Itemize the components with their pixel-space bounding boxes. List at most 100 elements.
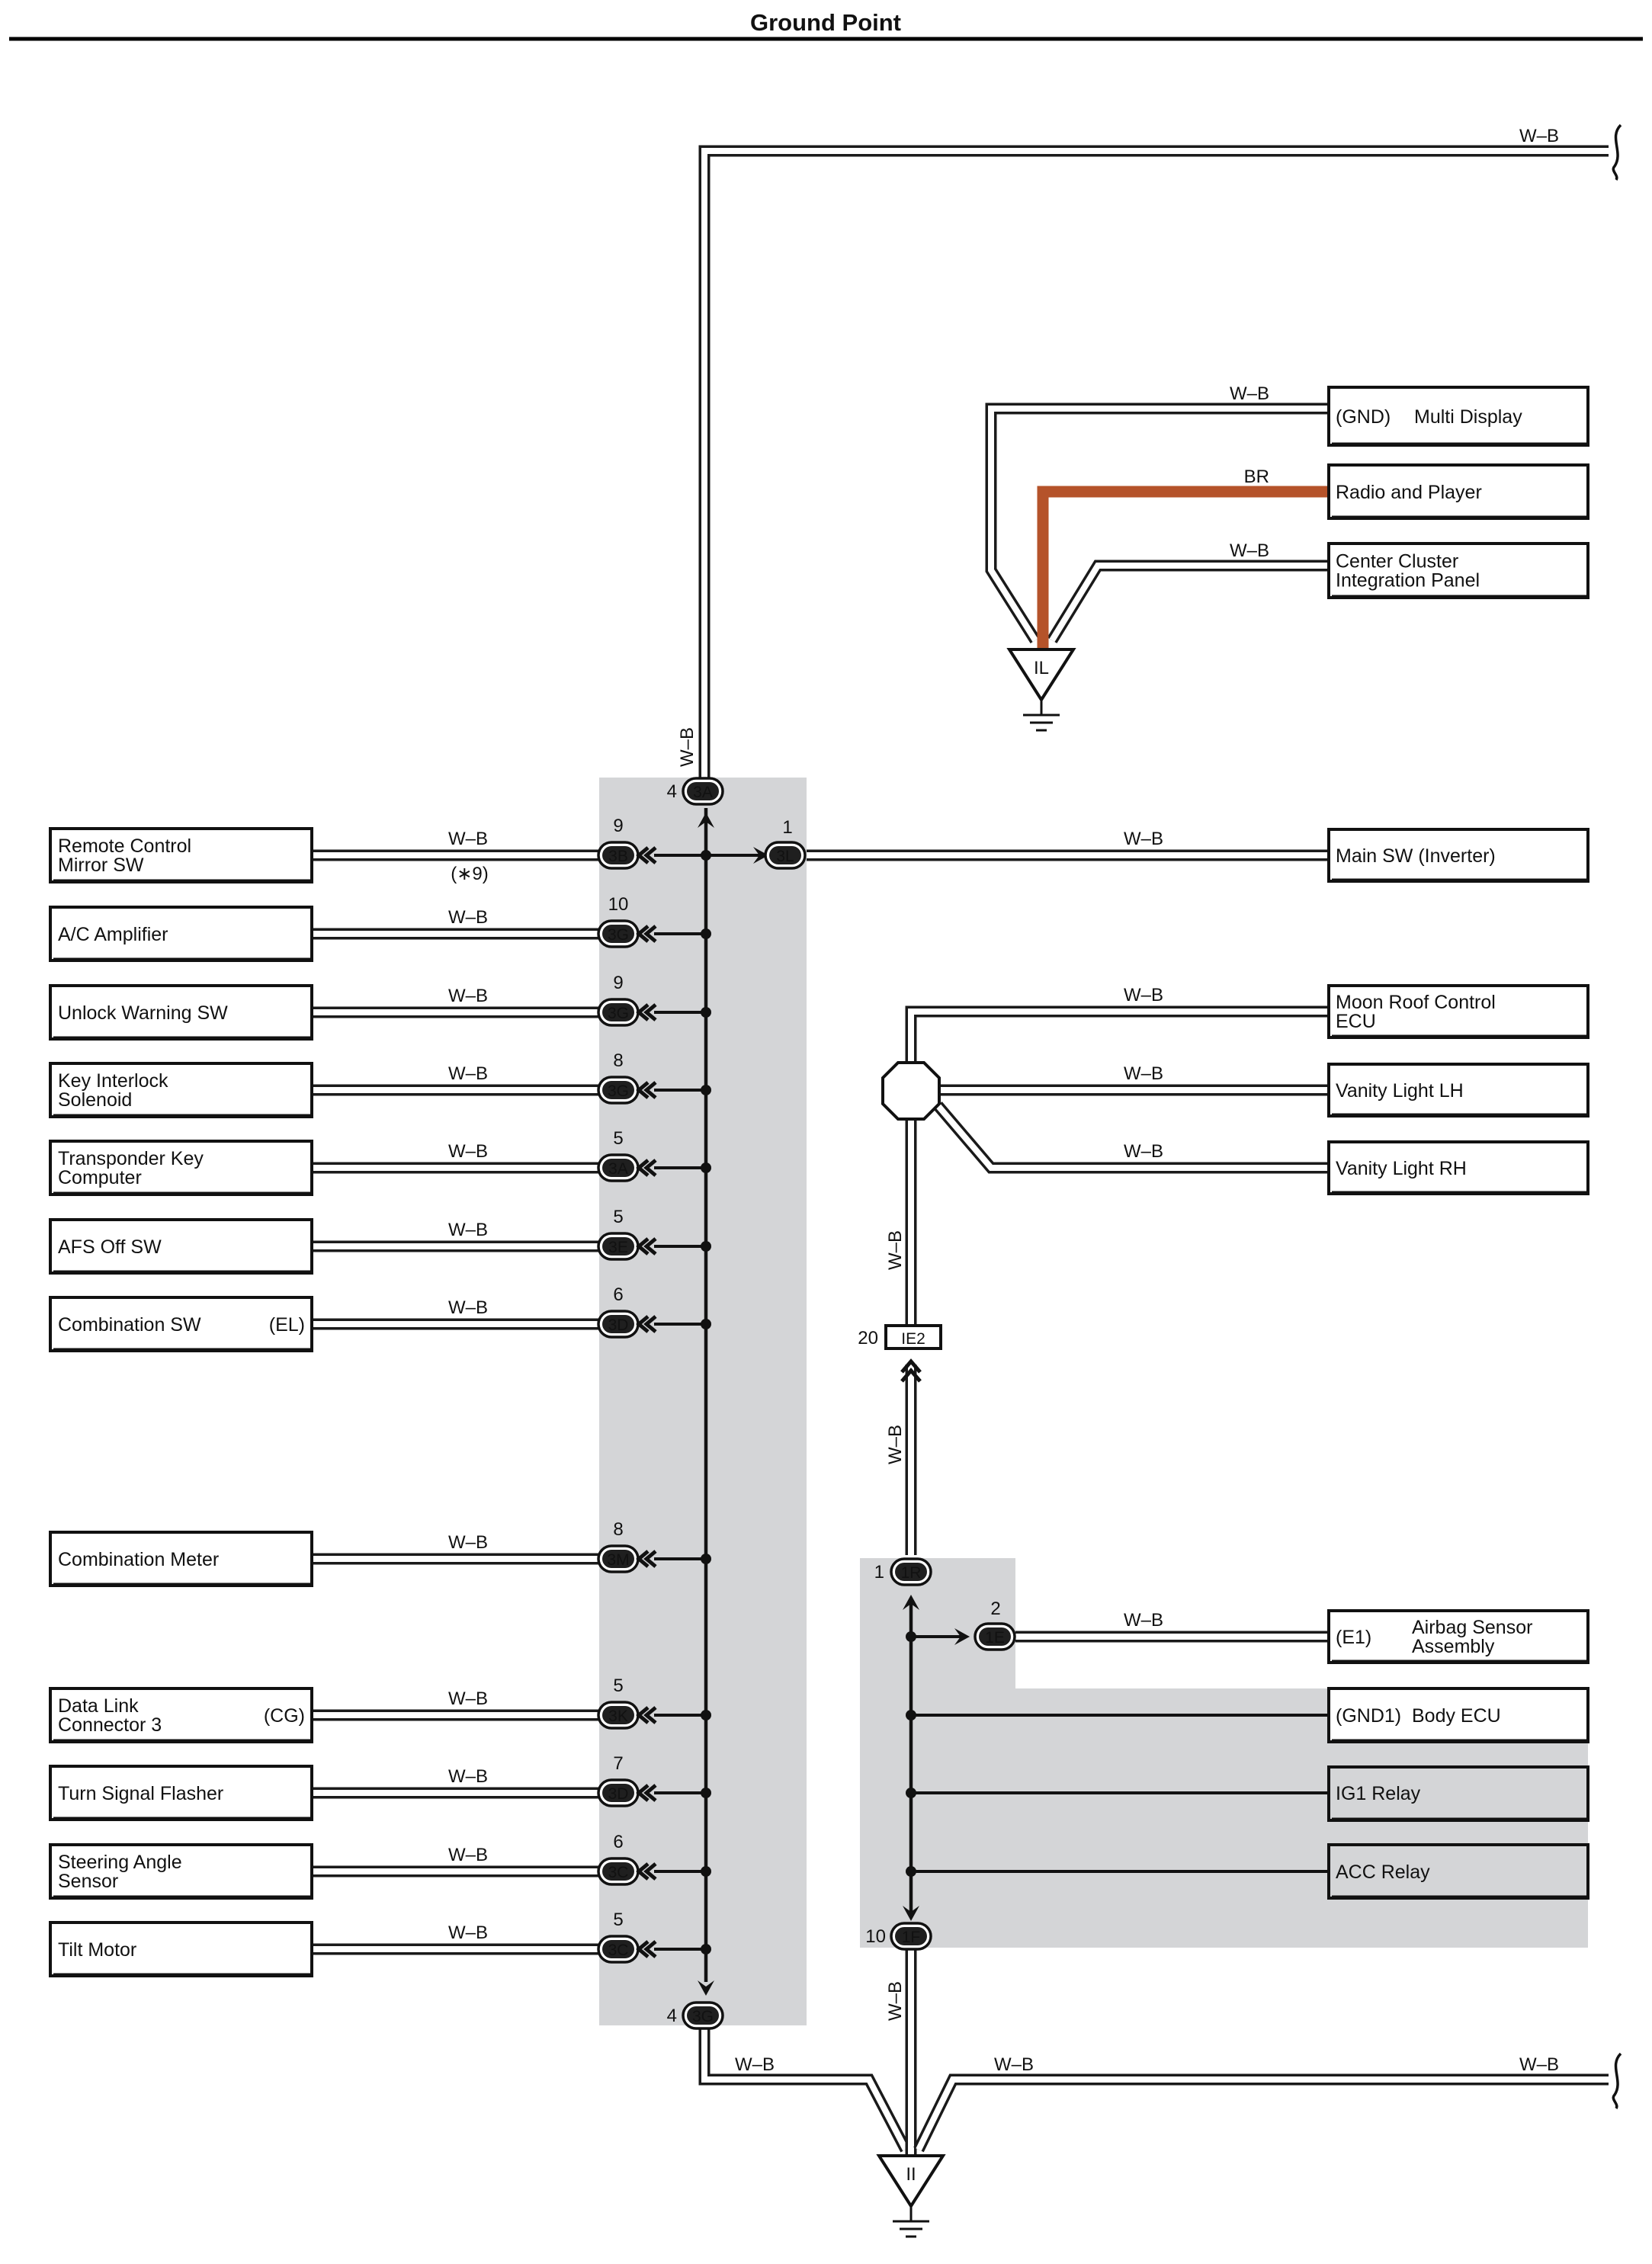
- airbag-terminal: (E1): [1336, 1627, 1371, 1648]
- wire-radio-br: [1037, 486, 1329, 656]
- remote-control-mirror-sw-wire-label: W–B: [448, 829, 488, 849]
- ac-amplifier-connector-label: 3G: [608, 926, 629, 944]
- ie2-lower-wire-label: W–B: [885, 1425, 906, 1464]
- connector-top-3a-label: 3A: [693, 784, 713, 801]
- transponder-key-computer-wire-label: W–B: [448, 1141, 488, 1162]
- data-link-connector-3-connector-fill: [602, 1706, 634, 1724]
- turn-signal-flasher-arrow-icon: [636, 1784, 650, 1802]
- body-ecu-junction: [906, 1710, 916, 1720]
- airbag-label-l2: Assembly: [1412, 1636, 1495, 1657]
- combination-sw-arrow-icon-b: [643, 1315, 657, 1333]
- tilt-motor-connector-label: 3C: [608, 1942, 629, 1959]
- remote-control-mirror-sw-label-l1: Remote Control: [58, 835, 191, 857]
- key-interlock-solenoid-junction: [701, 1085, 711, 1095]
- airbag-junction: [906, 1631, 916, 1642]
- turn-signal-flasher-label: Turn Signal Flasher: [58, 1783, 223, 1804]
- main-sw-label: Main SW (Inverter): [1336, 845, 1496, 867]
- transponder-key-computer-arrow-icon: [636, 1159, 650, 1177]
- remote-control-mirror-sw-label-l2: Mirror SW: [58, 855, 144, 876]
- connector-1f-label: 1F: [902, 1929, 921, 1946]
- combination-meter-pin: 8: [613, 1519, 623, 1540]
- steering-angle-sensor-wire-label: W–B: [448, 1845, 488, 1865]
- connector-3l-fill: [769, 846, 801, 864]
- key-interlock-solenoid-arrow-icon-b: [643, 1081, 657, 1099]
- tilt-motor-pin: 5: [613, 1910, 623, 1930]
- ac-amplifier-box: [49, 906, 313, 962]
- key-interlock-solenoid-wire-label: W–B: [448, 1063, 488, 1084]
- moon-roof-control-ecu-wire-label: W–B: [1124, 985, 1163, 1005]
- bottom-left-wire-label: W–B: [735, 2054, 775, 2075]
- data-link-connector-3-connector-label: 3K: [608, 1708, 628, 1725]
- ig1-relay-box: [1327, 1765, 1589, 1822]
- airbag-box: [1327, 1609, 1589, 1664]
- ground-il: [1006, 648, 1076, 703]
- turn-signal-flasher-connector-fill: [602, 1784, 634, 1802]
- steering-angle-sensor-junction: [701, 1866, 711, 1877]
- wires: [312, 145, 1609, 2157]
- splice-octagon: [881, 1061, 941, 1121]
- body-ecu-terminal: (GND1): [1336, 1705, 1401, 1727]
- bus-top-arrow-icon: [698, 813, 714, 828]
- tilt-motor-wire-label: W–B: [448, 1922, 488, 1943]
- unlock-warning-sw-connector-fill: [602, 1003, 634, 1021]
- connector-1e-fill: [979, 1627, 1011, 1646]
- ac-amplifier-connector-fill: [602, 925, 634, 943]
- afs-off-sw-arrow-icon-b: [643, 1237, 657, 1255]
- unlock-warning-sw-wire-label: W–B: [448, 986, 488, 1006]
- connector-1r-arrow-icon: [903, 1595, 919, 1610]
- key-interlock-solenoid-connector-label: 3G: [608, 1082, 629, 1100]
- tilt-motor-box: [49, 1921, 313, 1977]
- combination-meter-connector-fill: [602, 1550, 634, 1568]
- tilt-motor-arrow-icon-b: [643, 1940, 657, 1958]
- transponder-key-computer-connector-fill: [602, 1159, 634, 1177]
- wire-bottom-end-icon: [1612, 2052, 1622, 2109]
- combination-sw-arrow-icon: [636, 1315, 650, 1333]
- steering-angle-sensor-arrow-icon-b: [643, 1862, 657, 1881]
- multi-display-label: Multi Display: [1414, 406, 1522, 428]
- radio-and-player-wire-label: BR: [1244, 467, 1269, 487]
- data-link-connector-3-wire-label: W–B: [448, 1688, 488, 1709]
- key-interlock-solenoid-arrow-icon: [636, 1081, 650, 1099]
- transponder-key-computer-label-l2: Computer: [58, 1167, 142, 1188]
- combination-sw-connector-label: 3D: [608, 1316, 629, 1334]
- afs-off-sw-connector-fill: [602, 1237, 634, 1255]
- data-link-connector-3-junction: [701, 1710, 711, 1720]
- key-interlock-solenoid-connector-fill: [602, 1081, 634, 1099]
- connector-1e-label: 1E: [985, 1629, 1005, 1647]
- key-interlock-solenoid-label-l1: Key Interlock: [58, 1070, 168, 1092]
- remote-control-mirror-sw-note: (∗9): [451, 864, 488, 884]
- multi-display-terminal: (GND): [1336, 406, 1391, 428]
- ac-amplifier-wire-label: W–B: [448, 907, 488, 928]
- bus-top-wire-label: W–B: [677, 727, 698, 767]
- airbag-arrow-icon: [954, 1628, 970, 1645]
- remote-control-mirror-sw-connector-label: 3B: [608, 848, 628, 865]
- vanity-light-rh-wire-label: W–B: [1124, 1141, 1163, 1162]
- tilt-motor-connector-fill: [602, 1940, 634, 1958]
- combination-meter-wire-label: W–B: [448, 1532, 488, 1553]
- page-title: Ground Point: [750, 9, 901, 36]
- vanity-light-lh-label: Vanity Light LH: [1336, 1080, 1464, 1102]
- connector-1e-pin: 2: [990, 1599, 1000, 1619]
- steering-angle-sensor-box: [49, 1843, 313, 1900]
- key-interlock-solenoid-pin: 8: [613, 1050, 623, 1071]
- bottom-right-wire-label: W–B: [1519, 2054, 1559, 2075]
- remote-control-mirror-sw-box: [49, 827, 313, 883]
- tilt-motor-arrow-icon: [636, 1940, 650, 1958]
- ig1-relay-label: IG1 Relay: [1336, 1783, 1421, 1804]
- ground-ii: [876, 2154, 946, 2209]
- wire-main-sw-label: W–B: [1124, 829, 1163, 849]
- vanity-light-lh-wire-label: W–B: [1124, 1063, 1163, 1084]
- steering-angle-sensor-label-l2: Sensor: [58, 1871, 118, 1892]
- acc-relay-label: ACC Relay: [1336, 1862, 1430, 1883]
- turn-signal-flasher-wire-label: W–B: [448, 1766, 488, 1787]
- data-link-connector-3-box: [49, 1687, 313, 1743]
- ie2-upper-wire-label: W–B: [885, 1230, 906, 1270]
- wire-bottom-left-core: [701, 2029, 909, 2151]
- connector-bottom-3g-label: 3G: [692, 2008, 714, 2025]
- main-sw-box: [1327, 828, 1589, 883]
- connector-1r-fill: [895, 1563, 927, 1581]
- wire-top-label: W–B: [1519, 126, 1559, 146]
- unlock-warning-sw-box: [49, 984, 313, 1041]
- remote-control-mirror-sw-arrow-icon: [636, 846, 650, 864]
